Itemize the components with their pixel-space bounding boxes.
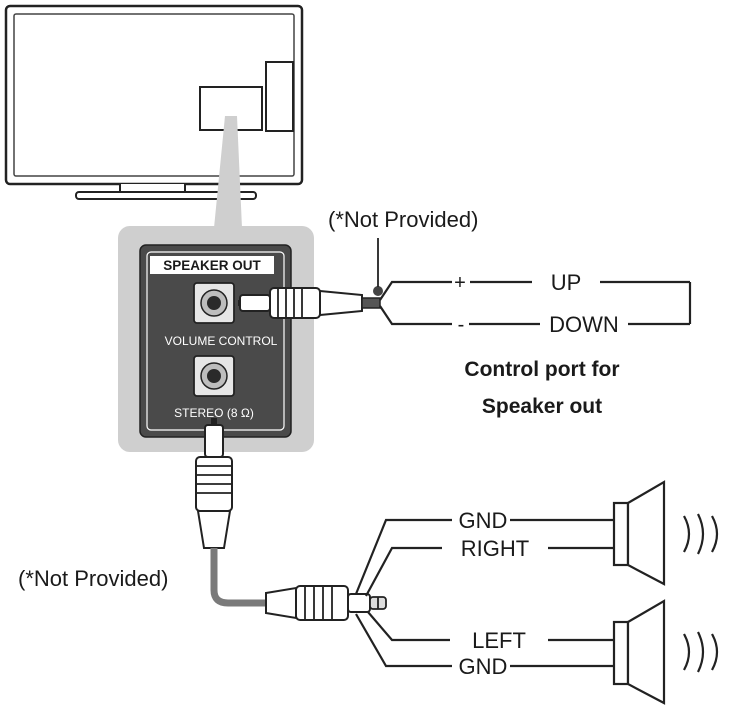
not-provided-left-label: (*Not Provided) <box>18 566 168 591</box>
not-provided-top-label: (*Not Provided) <box>328 207 478 232</box>
up-label: UP <box>551 270 582 295</box>
speaker-split-plug <box>265 585 387 621</box>
volume-control-jack <box>193 282 235 324</box>
right-label: RIGHT <box>461 536 529 561</box>
speaker-bottom-icon <box>612 599 719 705</box>
minus-label: - <box>458 314 465 336</box>
tv-side-panel <box>265 61 294 132</box>
stereo-jack <box>193 355 235 397</box>
speaker-top-icon <box>612 480 719 586</box>
gnd-bottom-label: GND <box>459 654 508 679</box>
plus-label: + <box>454 272 466 294</box>
stereo-cable <box>210 548 268 607</box>
gnd-top-label: GND <box>459 508 508 533</box>
down-label: DOWN <box>549 312 619 337</box>
control-port-title-line2: Speaker out <box>482 395 602 418</box>
speaker-out-panel: SPEAKER OUT VOLUME CONTROL STEREO (8 Ω) <box>139 244 292 438</box>
control-wiring <box>379 280 692 326</box>
stereo-plug <box>195 418 233 549</box>
left-label: LEFT <box>472 628 526 653</box>
control-port-title-line1: Control port for <box>464 358 619 381</box>
speaker-wiring <box>354 518 614 668</box>
stereo-label: STEREO (8 Ω) <box>174 406 254 420</box>
volume-control-label: VOLUME CONTROL <box>165 334 278 348</box>
tv-monitor <box>4 4 304 200</box>
speaker-out-label: SPEAKER OUT <box>163 258 261 273</box>
control-plug <box>238 286 383 319</box>
